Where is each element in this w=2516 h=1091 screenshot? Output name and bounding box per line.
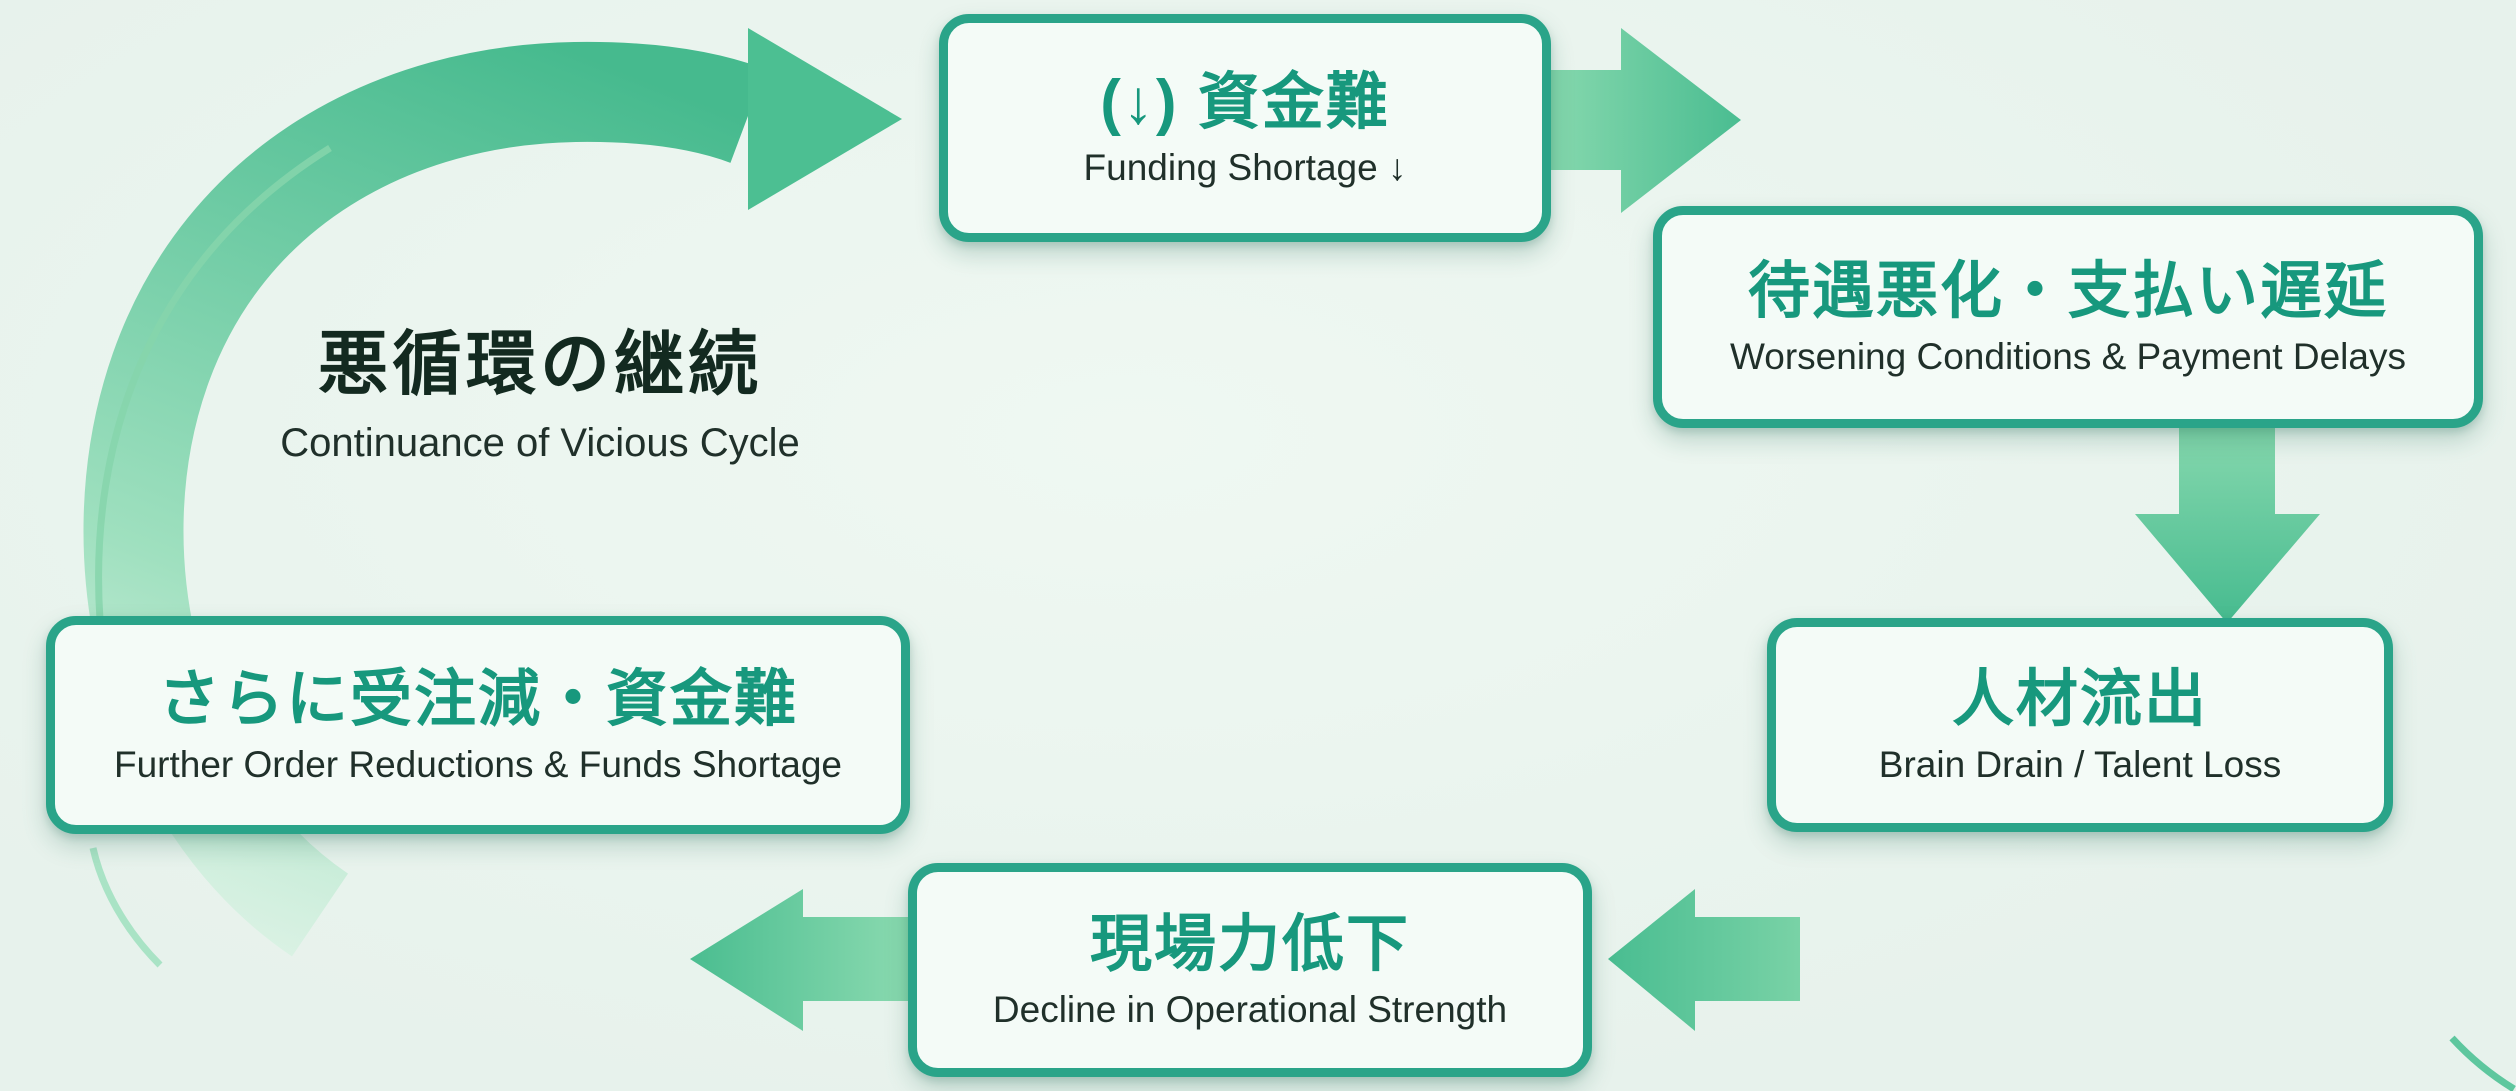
node-talent-loss-title-ja: 人材流出	[1951, 665, 2208, 734]
node-talent-loss: 人材流出 Brain Drain / Talent Loss	[1767, 618, 2393, 832]
node-further-order-reductions-subtitle-en: Further Order Reductions & Funds Shortag…	[113, 744, 843, 786]
arrow-talent-to-decline	[1608, 889, 1800, 1031]
cycle-arc-arrowhead	[748, 28, 902, 210]
cycle-caption-ja: 悪循環の継続	[318, 325, 762, 403]
arrow-funding-to-conditions	[1520, 28, 1741, 213]
node-funding-shortage: (↓) 資金難 Funding Shortage ↓	[939, 14, 1551, 242]
node-worsening-conditions-subtitle-en: Worsening Conditions & Payment Delays	[1730, 336, 2406, 378]
node-further-order-reductions-title-ja: さらに受注減・資金難	[157, 665, 798, 734]
node-talent-loss-subtitle-en: Brain Drain / Talent Loss	[1878, 744, 2282, 786]
node-worsening-conditions-title-ja: 待遇悪化・支払い遅延	[1747, 257, 2388, 326]
decorative-arc-outer	[95, 145, 332, 621]
cycle-caption: 悪循環の継続 Continuance of Vicious Cycle	[160, 326, 920, 466]
decorative-arc-corner	[2449, 1035, 2516, 1091]
arrow-decline-to-further	[690, 889, 925, 1031]
node-further-order-reductions: さらに受注減・資金難 Further Order Reductions & Fu…	[46, 616, 910, 834]
node-worsening-conditions: 待遇悪化・支払い遅延 Worsening Conditions & Paymen…	[1653, 206, 2483, 428]
node-funding-shortage-subtitle-en: Funding Shortage ↓	[1083, 147, 1407, 189]
node-funding-shortage-title-ja: (↓) 資金難	[1100, 68, 1390, 137]
node-operational-decline-subtitle-en: Decline in Operational Strength	[992, 989, 1508, 1031]
node-operational-decline-title-ja: 現場力低下	[1089, 910, 1410, 979]
node-operational-decline: 現場力低下 Decline in Operational Strength	[908, 863, 1592, 1077]
decorative-arc-tail	[89, 847, 163, 968]
cycle-caption-en: Continuance of Vicious Cycle	[280, 421, 800, 465]
arrow-conditions-to-talent	[2135, 400, 2320, 623]
